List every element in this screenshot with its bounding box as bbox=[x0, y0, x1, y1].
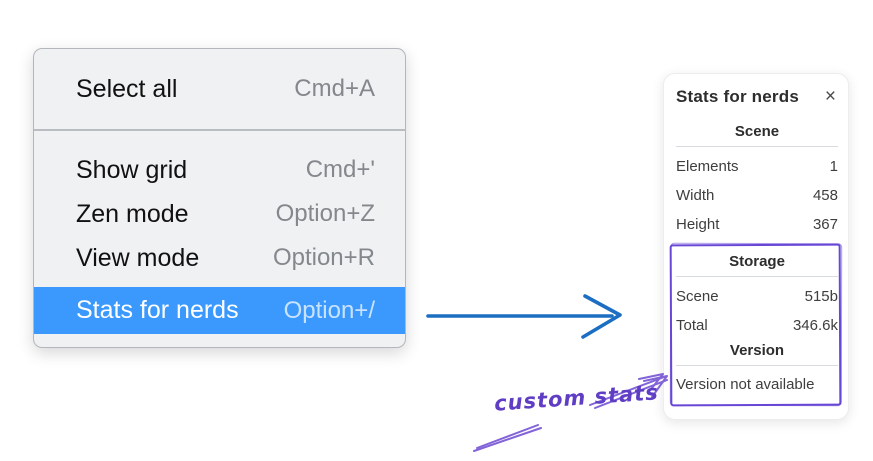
stat-row-height: Height 367 bbox=[676, 210, 838, 239]
separator bbox=[676, 276, 838, 277]
menu-item-shortcut: Option+R bbox=[272, 244, 375, 271]
menu-item-label: View mode bbox=[76, 243, 200, 272]
stat-label: Scene bbox=[676, 288, 719, 305]
stat-row-total-storage: Total 346.6k bbox=[676, 311, 838, 340]
menu-item-select-all[interactable]: Select all Cmd+A bbox=[34, 67, 405, 111]
stats-panel: Stats for nerds × Scene Elements 1 Width… bbox=[663, 73, 849, 420]
scene-section-title: Scene bbox=[734, 123, 780, 140]
scene-section: Scene Elements 1 Width 458 Height 367 bbox=[676, 123, 838, 239]
storage-section-title: Storage bbox=[729, 253, 785, 270]
flow-arrow bbox=[426, 294, 622, 339]
menu-group-top: Select all Cmd+A bbox=[34, 49, 405, 131]
stat-value: 367 bbox=[812, 216, 838, 233]
stat-row-scene-storage: Scene 515b bbox=[676, 282, 838, 311]
close-icon[interactable]: × bbox=[824, 86, 836, 107]
stat-row-width: Width 458 bbox=[676, 181, 838, 210]
stat-value: 1 bbox=[829, 158, 838, 175]
stat-label: Elements bbox=[676, 158, 739, 175]
menu-item-label: Zen mode bbox=[76, 199, 189, 228]
menu-item-shortcut: Cmd+' bbox=[305, 156, 375, 183]
custom-stats-group: Storage Scene 515b Total 346.6k Version … bbox=[669, 243, 842, 407]
separator bbox=[676, 146, 838, 147]
stat-value: 515b bbox=[804, 288, 838, 305]
menu-item-label: Show grid bbox=[76, 155, 188, 184]
stat-label: Height bbox=[676, 216, 720, 233]
menu-item-stats-for-nerds[interactable]: Stats for nerds Option+/ bbox=[34, 287, 405, 334]
menu-item-label: Select all bbox=[76, 74, 178, 103]
stat-value: 458 bbox=[812, 187, 838, 204]
version-note: Version not available bbox=[676, 376, 815, 393]
menu-item-shortcut: Option+/ bbox=[283, 296, 375, 324]
stats-panel-title: Stats for nerds bbox=[676, 87, 799, 106]
storage-section: Storage Scene 515b Total 346.6k bbox=[676, 253, 838, 340]
version-section-title: Version bbox=[729, 342, 785, 359]
menu-item-view-mode[interactable]: View mode Option+R bbox=[34, 236, 405, 280]
stats-panel-header: Stats for nerds × bbox=[676, 87, 838, 107]
stat-label: Width bbox=[676, 187, 715, 204]
menu-item-shortcut: Cmd+A bbox=[294, 75, 375, 102]
version-section: Version Version not available bbox=[676, 342, 838, 399]
separator bbox=[676, 365, 838, 366]
menu-item-show-grid[interactable]: Show grid Cmd+' bbox=[34, 148, 405, 192]
menu-item-shortcut: Option+Z bbox=[275, 200, 375, 227]
custom-stats-annotation: custom stats bbox=[493, 380, 660, 416]
menu-item-label: Stats for nerds bbox=[76, 296, 239, 324]
stat-row-elements: Elements 1 bbox=[676, 152, 838, 181]
stat-label: Total bbox=[676, 317, 708, 334]
context-menu: Select all Cmd+A Show grid Cmd+' Zen mod… bbox=[33, 48, 406, 348]
menu-item-zen-mode[interactable]: Zen mode Option+Z bbox=[34, 192, 405, 236]
menu-group-bottom: Show grid Cmd+' Zen mode Option+Z View m… bbox=[34, 131, 405, 334]
stat-value: 346.6k bbox=[792, 317, 838, 334]
